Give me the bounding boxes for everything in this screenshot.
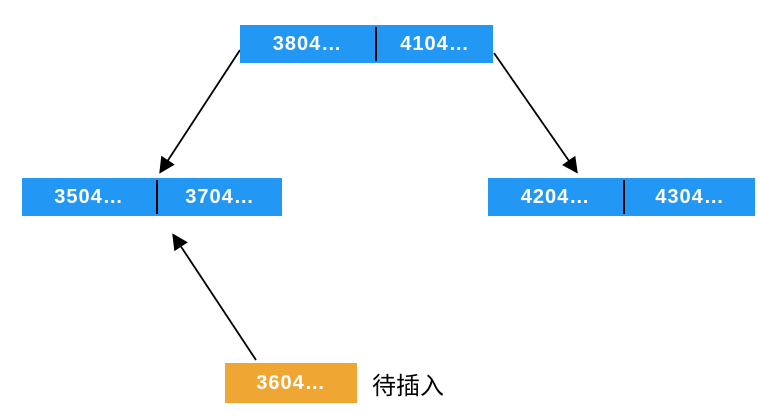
node-left-child: 3504… 3704… — [22, 178, 282, 216]
node-right-child: 4204… 4304… — [488, 178, 755, 216]
node-root-cell-left: 3804… — [272, 32, 343, 55]
cell-divider — [156, 180, 158, 214]
arrow-root-to-left-child — [159, 49, 241, 174]
node-insert-cell: 3604… — [256, 371, 326, 394]
node-left-cell-left: 3504… — [54, 185, 124, 208]
node-root: 3804… 4104… — [240, 25, 493, 63]
node-left-cell-right: 3704… — [185, 185, 255, 208]
node-root-cell-right: 4104… — [400, 32, 470, 55]
node-right-cell-right: 4304… — [655, 185, 725, 208]
node-right-cell-left: 4204… — [520, 185, 591, 208]
arrow-insert-to-left-child — [172, 233, 257, 361]
cell-divider — [623, 180, 625, 214]
insert-pending-label: 待插入 — [372, 372, 444, 400]
arrow-root-to-right-child — [493, 52, 578, 174]
cell-divider — [375, 27, 377, 61]
node-insert-pending: 3604… — [225, 363, 357, 403]
